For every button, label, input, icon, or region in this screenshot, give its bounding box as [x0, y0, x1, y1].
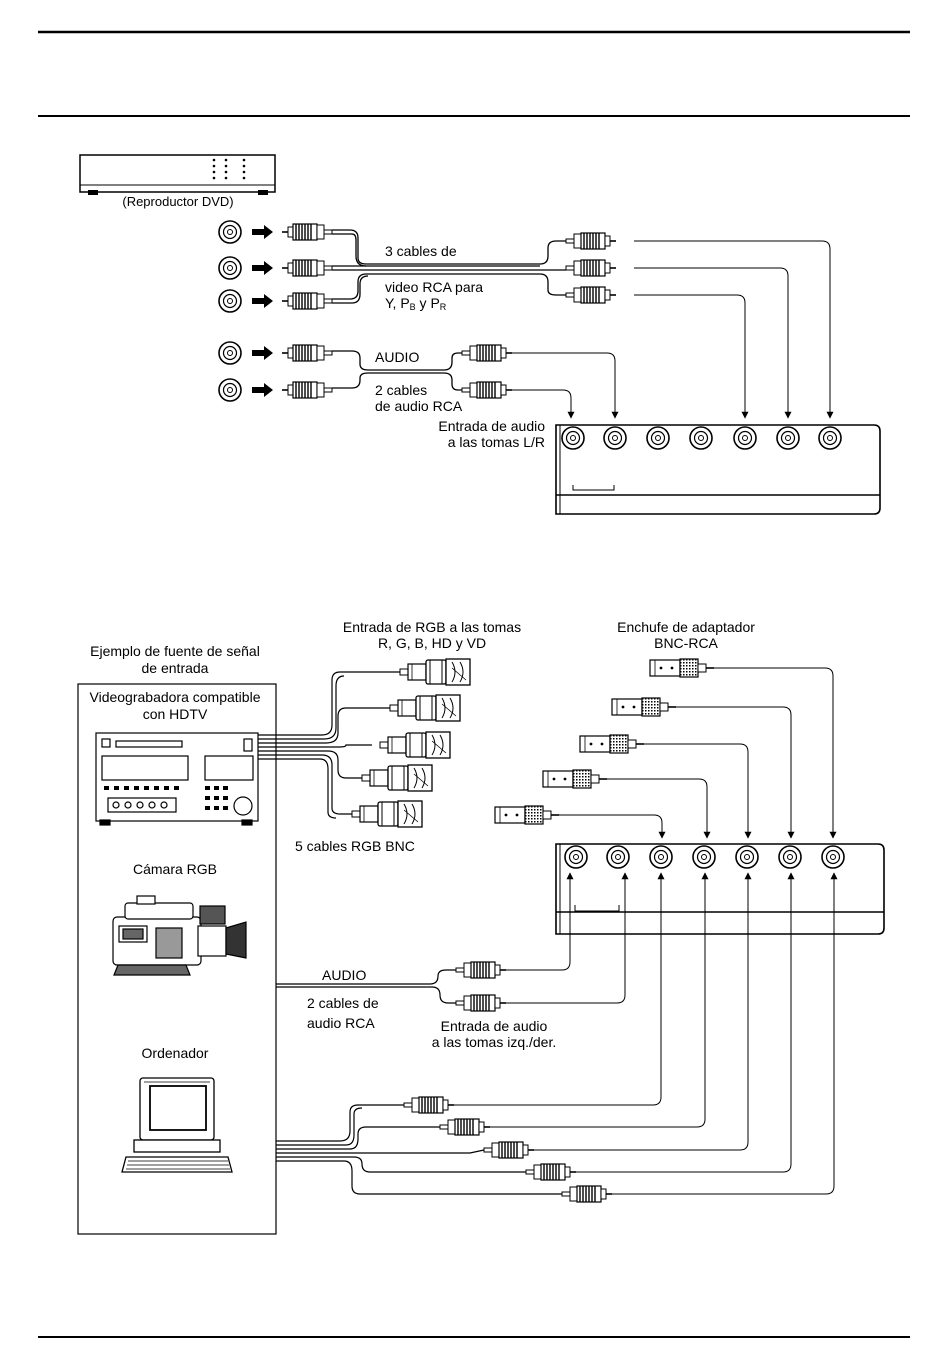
vcr-label-2: con HDTV: [143, 706, 208, 722]
bnc-cables-label: 5 cables RGB BNC: [295, 838, 415, 854]
dvd-audio-label: AUDIO: [375, 349, 419, 365]
video-cables-label-3: Y, PB y PR: [385, 295, 447, 312]
dvd-audio-cables-label-1: 2 cables: [375, 382, 427, 398]
dvd-audio-input-label-1: Entrada de audio: [438, 418, 545, 434]
adapter-label-1: Enchufe de adaptador: [617, 619, 755, 635]
computer-rgb-cables: [276, 1096, 613, 1203]
video-cables-label-1: 3 cables de: [385, 243, 457, 259]
adapter-label-2: BNC-RCA: [654, 635, 718, 651]
camera-audio-input-label-1: Entrada de audio: [441, 1018, 548, 1034]
camera-audio-input-label-2: a las tomas izq./der.: [432, 1034, 557, 1050]
audio-rca-cables-camera: [276, 961, 507, 1012]
camera-audio-signal-lines: [506, 872, 629, 1004]
camera-label: Cámara RGB: [133, 861, 217, 877]
camera-audio-cables-label-2: audio RCA: [307, 1015, 375, 1031]
rgb-input-label-1: Entrada de RGB a las tomas: [343, 619, 521, 635]
source-devices-box: [77, 683, 277, 1235]
rgb-signal-lines: [559, 667, 837, 839]
video-cables-label-2: video RCA para: [385, 279, 483, 295]
dvd-player-label: (Reproductor DVD): [122, 194, 233, 209]
computer-icon: [121, 1077, 233, 1173]
dvd-player-icon: [79, 154, 276, 195]
bnc-cables: [258, 658, 471, 828]
camera-audio-label: AUDIO: [322, 967, 366, 983]
source-example-label-1: Ejemplo de fuente de señal: [90, 643, 260, 659]
rgb-camera-icon: [112, 895, 247, 976]
source-example-label-2: de entrada: [142, 660, 209, 676]
audio-rca-cables-dvd: [281, 344, 513, 399]
computer-label: Ordenador: [142, 1045, 209, 1061]
terminal-panel-rgb: [555, 843, 885, 935]
vcr-icon: [95, 732, 259, 826]
dvd-audio-cables-label-2: de audio RCA: [375, 398, 463, 414]
vcr-label-1: Videograbadora compatible: [90, 689, 261, 705]
camera-audio-cables-label-1: 2 cables de: [307, 995, 379, 1011]
dvd-audio-input-label-2: a las tomas L/R: [448, 434, 545, 450]
bnc-rca-adapters: [494, 658, 715, 825]
terminal-panel-component: [555, 424, 881, 515]
rgb-input-label-2: R, G, B, HD y VD: [378, 635, 486, 651]
computer-signal-lines: [454, 872, 838, 1195]
video-rca-cables: [281, 223, 617, 310]
dvd-signal-lines: [512, 240, 834, 419]
dvd-output-jacks: [218, 220, 273, 402]
